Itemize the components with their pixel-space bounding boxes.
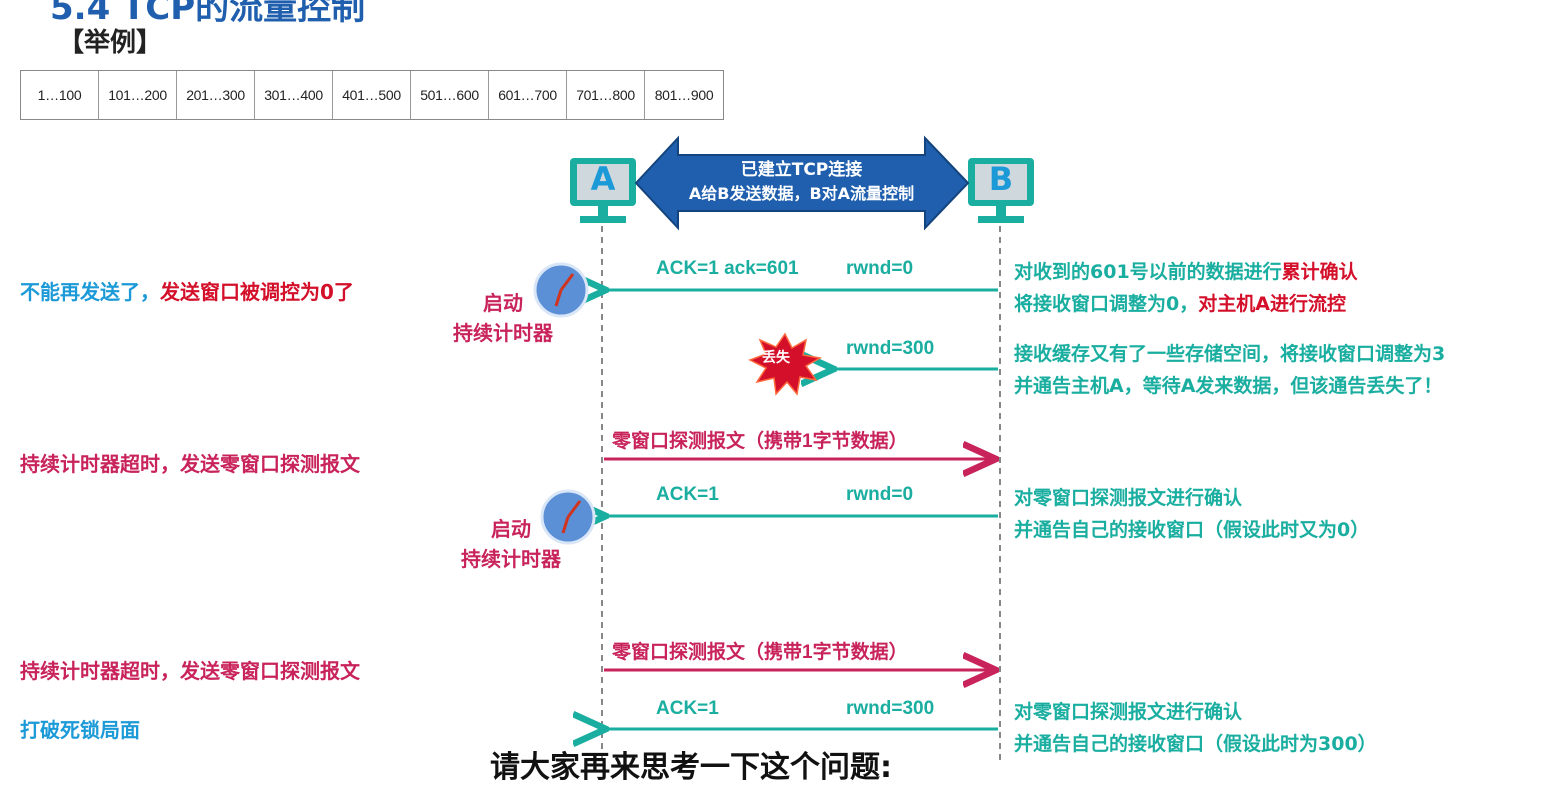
note-r3-b: 并通告自己的接收窗口（假设此时又为0） (1014, 519, 1370, 541)
seq-cell: 801…900 (654, 87, 714, 103)
video-subtitle: 请大家再来思考一下这个问题: (490, 750, 892, 785)
host-a-icon (570, 158, 636, 223)
timer-note-2: 启动 持续计时器 (446, 514, 576, 574)
note-r2-b: 并通告主机A，等待A发来数据，但该通告丢失了！ (1014, 375, 1443, 397)
note-r1-d: 对主机A进行流控 (1198, 293, 1346, 315)
note-stop-sending: 不能再发送了，发送窗口被调控为0了 (20, 276, 354, 305)
seq-cell: 601…700 (489, 71, 567, 119)
note-timeout-2: 持续计时器超时，发送零窗口探测报文 (20, 659, 360, 683)
seq-cell: 501…600 (411, 71, 489, 119)
host-b-label: B (988, 160, 1014, 198)
timer-note-1: 启动 持续计时器 (438, 288, 568, 348)
timer-1-line-2: 持续计时器 (453, 321, 553, 345)
connection-line-2: A给B发送数据，B对A流量控制 (688, 184, 915, 203)
note-r4-a: 对零窗口探测报文进行确认 (1014, 701, 1243, 723)
msg-ack-601: ACK=1 ack=601 (656, 258, 799, 279)
host-b-icon (968, 158, 1034, 223)
host-a-label: A (590, 160, 616, 198)
timer-2-line-1: 启动 (491, 517, 531, 541)
timer-1-line-1: 启动 (483, 291, 523, 315)
seq-cell: 401…500 (333, 71, 411, 119)
note-probe-ack-2: 对零窗口探测报文进行确认 并通告自己的接收窗口（假设此时为300） (1014, 696, 1377, 760)
sequence-bar: 1…100 101…200 201…300 301…400 401…500 50… (20, 70, 724, 120)
lost-label: 丢失 (762, 350, 790, 366)
msg-probe-1: 零窗口探测报文（携带1字节数据） (612, 431, 908, 452)
slide-title: 5.4 TCP的流量控制 (50, 0, 366, 28)
note-r1-a: 对收到的601号以前的数据进行 (1014, 261, 1282, 283)
msg-rwnd-300-b: rwnd=300 (846, 698, 935, 719)
timer-2-line-2: 持续计时器 (461, 547, 561, 571)
note-r1-b: 累计确认 (1281, 261, 1358, 283)
note-r2-a: 接收缓存又有了一些存储空间，将接收窗口调整为3 (1014, 343, 1446, 365)
note-stop-b: 发送窗口被调控为0了 (160, 280, 354, 304)
clock-icon (533, 262, 589, 318)
note-timeout-1: 持续计时器超时，发送零窗口探测报文 (20, 452, 360, 476)
seq-cell: 1…100 (21, 71, 99, 119)
note-break-deadlock: 打破死锁局面 (20, 718, 140, 742)
note-r4-b: 并通告自己的接收窗口（假设此时为300） (1014, 733, 1377, 755)
connection-double-arrow (634, 135, 970, 231)
note-stop-a: 不能再发送了， (20, 280, 160, 304)
note-cumulative-ack: 对收到的601号以前的数据进行累计确认 将接收窗口调整为0，对主机A进行流控 (1014, 256, 1358, 320)
msg-ack-1: ACK=1 (656, 484, 719, 505)
connection-line-1: 已建立TCP连接 (740, 160, 863, 180)
msg-rwnd-300: rwnd=300 (846, 338, 935, 359)
msg-ack-1-b: ACK=1 (656, 698, 719, 719)
note-window-update-lost: 接收缓存又有了一些存储空间，将接收窗口调整为3 并通告主机A，等待A发来数据，但… (1014, 338, 1546, 402)
note-probe-ack-1: 对零窗口探测报文进行确认 并通告自己的接收窗口（假设此时又为0） (1014, 482, 1369, 546)
connection-text: 已建立TCP连接 A给B发送数据，B对A流量控制 (678, 158, 925, 206)
msg-rwnd-0-b: rwnd=0 (846, 484, 914, 505)
note-r3-a: 对零窗口探测报文进行确认 (1014, 487, 1243, 509)
msg-probe-2: 零窗口探测报文（携带1字节数据） (612, 642, 908, 663)
example-label: 【举例】 (58, 28, 163, 58)
seq-cell: 201…300 (177, 71, 255, 119)
seq-cell: 301…400 (255, 71, 333, 119)
lost-burst-icon (748, 332, 823, 396)
seq-cell: 101…200 (99, 71, 177, 119)
msg-rwnd-0: rwnd=0 (846, 258, 914, 279)
sequence-diagram (533, 135, 1034, 764)
note-r1-c: 将接收窗口调整为0， (1014, 293, 1199, 315)
seq-cell: 701…800 (567, 71, 645, 119)
clock-icon (540, 489, 596, 545)
